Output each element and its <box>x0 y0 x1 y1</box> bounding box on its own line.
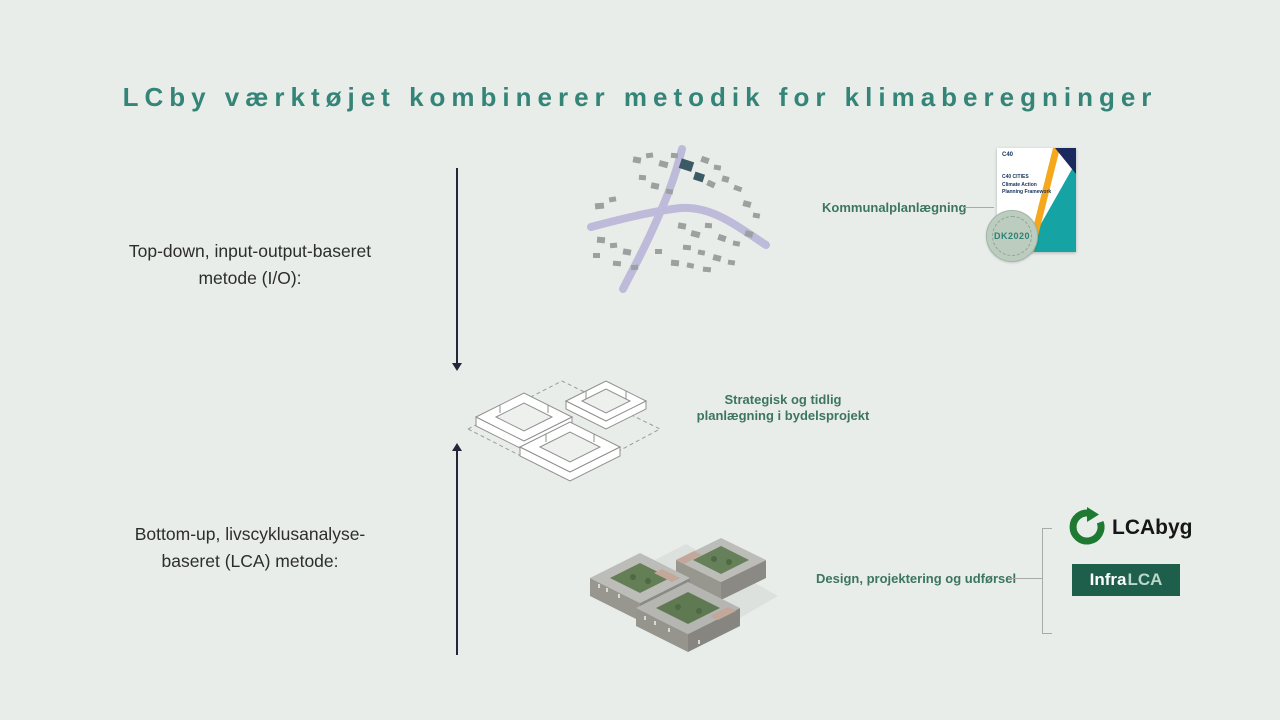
slide-title: LCby værktøjet kombinerer metodik for kl… <box>122 82 1158 112</box>
dk2020-badge-ring: DK2020 <box>992 216 1032 256</box>
label-top-down-line2: metode (I/O): <box>198 268 302 288</box>
doc-title-line2: Climate Action <box>1002 182 1037 188</box>
city-map-illustration <box>587 145 770 293</box>
arrow-up-head <box>452 443 462 451</box>
render-block-front <box>636 582 740 652</box>
courtyard-buildings-illustration <box>590 538 778 652</box>
label-strategisk: Strategisk og tidlig planlægning i bydel… <box>693 392 873 424</box>
label-bottom-up-method: Bottom-up, livscyklusanalyse- baseret (L… <box>40 521 460 575</box>
dk2020-badge: DK2020 <box>986 210 1038 262</box>
infralca-wordmark-bold: Infra <box>1089 570 1127 589</box>
dk2020-badge-text: DK2020 <box>993 231 1031 241</box>
arrow-down-head <box>452 363 462 371</box>
arrow-up-shaft <box>456 450 458 655</box>
connector-kommunal-line <box>963 207 994 208</box>
label-kommunalplanlaegning-text: Kommunalplanlægning <box>822 200 967 215</box>
label-design-text: Design, projektering og udførsel <box>816 571 1017 586</box>
label-strategisk-line1: Strategisk og tidlig <box>724 392 842 407</box>
bracket-bottom-stub <box>1042 633 1052 634</box>
label-top-down-line1: Top-down, input-output-baseret <box>128 241 372 261</box>
infralca-logo: Infra LCA <box>1072 564 1180 596</box>
lcabyg-wordmark: LCAbyg <box>1112 516 1193 539</box>
label-bottom-up-line2: baseret (LCA) metode: <box>161 551 339 571</box>
lcabyg-icon <box>1069 507 1105 545</box>
block-sketch-illustration <box>466 380 662 482</box>
label-top-down-method: Top-down, input-output-baseret metode (I… <box>40 238 460 292</box>
infralca-wordmark-light: LCA <box>1127 570 1163 589</box>
doc-title-line1: C40 CITIES <box>1002 174 1029 180</box>
label-design: Design, projektering og udførsel <box>816 571 1016 587</box>
c40-logo: C40 <box>1002 152 1014 158</box>
map-highlight-buildings <box>678 158 705 183</box>
arrow-down-shaft <box>456 168 458 364</box>
doc-title-line3: Planning Framework <box>1002 189 1052 195</box>
arrow-down-icon <box>451 168 463 371</box>
label-strategisk-line2: planlægning i bydelsprojekt <box>696 408 870 423</box>
arrow-up-icon <box>451 443 463 655</box>
bracket-top-stub <box>1042 528 1052 529</box>
render-block-right <box>676 538 766 600</box>
map-roads <box>587 145 770 293</box>
label-bottom-up-line1: Bottom-up, livscyklusanalyse- <box>134 524 366 544</box>
label-kommunalplanlaegning: Kommunalplanlægning <box>822 200 966 216</box>
sketch-blocks <box>474 380 648 482</box>
connector-design-line <box>1008 578 1042 579</box>
bracket-vertical-line <box>1042 528 1043 634</box>
map-buildings <box>593 152 761 273</box>
c40-document-thumbnail: C40 C40 CITIES Climate Action Planning F… <box>997 148 1076 252</box>
